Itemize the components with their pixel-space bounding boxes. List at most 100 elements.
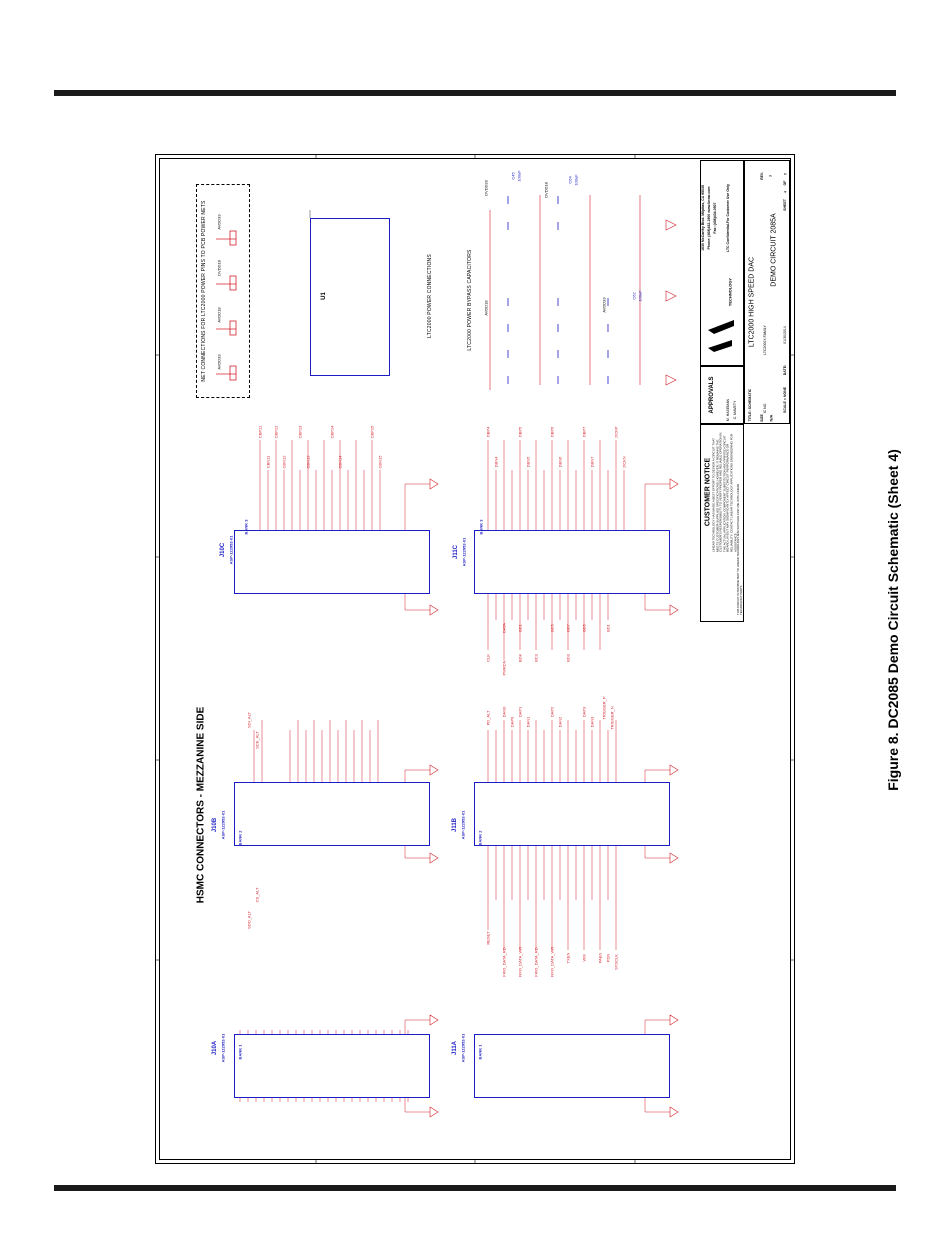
- rev-label: REV.: [760, 172, 764, 180]
- net-label: BDK: [517, 653, 523, 663]
- net-label: BD1: [605, 624, 611, 632]
- net-label: BC1: [517, 624, 523, 632]
- net-label: FIFO_DATA_WR: [549, 946, 555, 978]
- net-label: DATA: [501, 622, 507, 634]
- j11c-connector: [474, 530, 670, 594]
- approvals-box: [700, 366, 744, 424]
- net-label: CBN14: [337, 455, 343, 469]
- u1-pins: [309, 210, 311, 218]
- size-label: SIZE: [760, 414, 764, 422]
- net-label: DBP7: [581, 426, 587, 438]
- net-label: CBN12: [281, 455, 287, 469]
- net-label: DCKP: [613, 426, 619, 438]
- net-label: PD_ALT: [485, 710, 491, 726]
- sheet-of: OF: [783, 180, 787, 186]
- net-label: RESET: [485, 931, 491, 945]
- company-phone: Phone: (408)432-1900 www.linear.com: [707, 186, 711, 250]
- company-address: 1630 McCarthy Blvd. Milpitas, CA 95035: [701, 185, 705, 251]
- title-label: TITLE: SCHEMATIC: [748, 388, 752, 422]
- net-label: CLK: [485, 654, 491, 662]
- net-label: BC5: [549, 624, 555, 632]
- date-value: 01/30/2014: [783, 326, 787, 344]
- net-label: FIFO_DATA_RD: [501, 947, 507, 977]
- net-label: DAN1: [525, 716, 531, 728]
- top-rule: [54, 90, 896, 96]
- company-box: [700, 160, 744, 366]
- ic-no-label: IC NO.: [763, 402, 767, 414]
- net-label: DCKN: [621, 456, 627, 468]
- scale-label: SCALE = NONE: [783, 387, 787, 413]
- customer-notice-footer: THIS CIRCUIT IS PROPRIETARY TO LINEAR TE…: [735, 483, 743, 615]
- net-label: DAP3: [581, 706, 587, 718]
- net-label: CBP15: [369, 425, 375, 439]
- net-label: DBN4: [493, 456, 499, 468]
- customer-notice-box: [700, 424, 744, 622]
- net-label: SDI_ALT: [246, 712, 252, 728]
- net-label: DAN2: [557, 716, 563, 728]
- net-label: DBN6: [557, 456, 563, 468]
- net-label: SCK_ALT: [254, 731, 260, 749]
- net-label: CBN15: [377, 455, 383, 469]
- ic-no-value: LTC2000X FAMILY: [763, 325, 767, 355]
- net-label: DBP6: [549, 426, 555, 438]
- schematic-inner-frame: [159, 158, 791, 1160]
- j11a-connector: [474, 1034, 670, 1098]
- net-label: TRIGGER_N: [609, 706, 615, 730]
- net-label: WM: [581, 954, 587, 962]
- sheet-total: 6: [782, 172, 788, 176]
- j11b-connector: [474, 782, 670, 846]
- drawing-title: LTC2000 HIGH SPEED DAC: [748, 256, 756, 348]
- net-label: PWRDN: [501, 660, 507, 676]
- net-label: DBP5: [517, 426, 523, 438]
- net-label: CBN13: [305, 455, 311, 469]
- net-connections-box: [196, 184, 250, 398]
- net-label: CBP14: [329, 425, 335, 439]
- net-label: CBP11: [257, 425, 263, 439]
- net-label: DAP1: [517, 706, 523, 718]
- net-label: BD5: [581, 624, 587, 632]
- net-label: BC3: [533, 654, 539, 662]
- approvals-pcb: M. HASEMAN: [726, 398, 730, 422]
- net-label: DAP2: [549, 706, 555, 718]
- net-label: CS_ALT: [254, 887, 260, 903]
- rev-value: 3: [767, 174, 773, 178]
- net-connections-wiring: [216, 230, 237, 381]
- net-label: TXEN: [565, 952, 571, 964]
- net-label: FIFO_DATA_RD: [533, 947, 539, 977]
- customer-notice-body: LINEAR TECHNOLOGY HAS MADE A BEST EFFORT…: [711, 432, 737, 552]
- net-label: CBP12: [273, 425, 279, 439]
- net-label: CBN11: [265, 455, 271, 469]
- net-label: PDN: [605, 953, 611, 963]
- linear-logo-icon: [708, 320, 734, 352]
- sheet-label: SHEET: [783, 199, 787, 211]
- net-label: FIFO_DATA_WR: [517, 946, 523, 978]
- net-label: DBP4: [485, 426, 491, 438]
- date-label: DATE:: [783, 364, 787, 376]
- size-value: N/A: [768, 414, 774, 422]
- j10a-connector: [234, 1034, 430, 1098]
- net-label: SYSCLK: [613, 954, 619, 970]
- net-label: DAN3: [589, 716, 595, 728]
- sheet-number: 4: [782, 190, 788, 194]
- net-label: DBN7: [589, 456, 595, 468]
- approvals-title: APPROVALS: [709, 376, 715, 414]
- net-label: BD3: [565, 654, 571, 662]
- net-label: CBP13: [297, 425, 303, 439]
- company-fax: Fax: (408)434-0507: [713, 202, 717, 234]
- net-label: BD7: [565, 624, 571, 632]
- net-label: DAP0: [509, 716, 515, 728]
- net-label: TRIGGER_P: [601, 696, 607, 720]
- j10c-connector: [234, 530, 430, 594]
- company-name: TECHNOLOGY: [727, 277, 733, 307]
- net-label: SDO_ALT: [246, 911, 252, 929]
- bypass-capacitor-network: [489, 195, 677, 390]
- net-label: DBN5: [525, 456, 531, 468]
- company-confidential: LTC Confidential-For Customer Use Only: [726, 184, 730, 252]
- title-block: [744, 160, 790, 424]
- u1-chip: [310, 218, 390, 376]
- j10b-connector: [234, 782, 430, 846]
- approvals-app: C. MAVETY: [733, 400, 737, 420]
- net-label: DAN0: [501, 706, 507, 718]
- net-label: PAEN: [597, 952, 603, 964]
